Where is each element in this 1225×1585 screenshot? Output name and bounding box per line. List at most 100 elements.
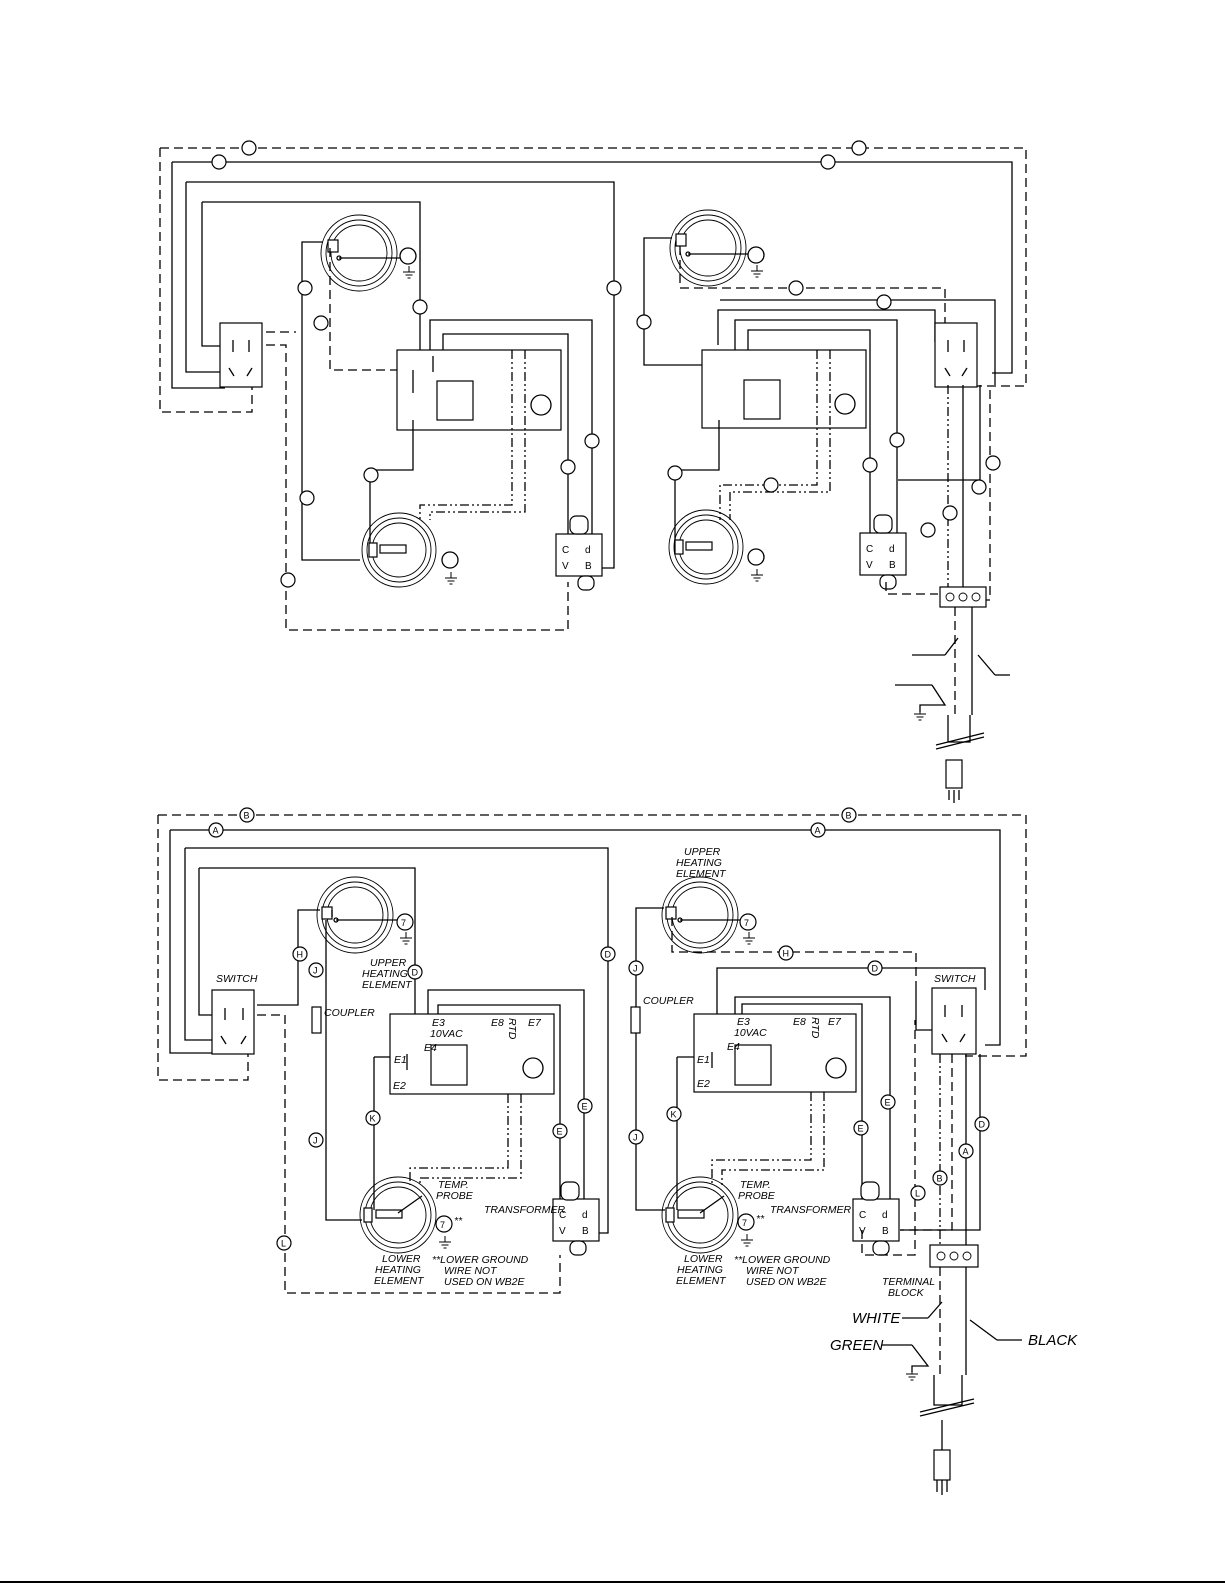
wire-marker-b: B	[937, 1174, 943, 1184]
bottom-right-upper-element	[661, 876, 742, 954]
ctrl-e2: E2	[393, 1080, 406, 1092]
svg-text:V: V	[562, 561, 569, 572]
bottom-left-upper-element	[316, 876, 398, 954]
bottom-right-ground-note: **LOWER GROUND WIRE NOT USED ON WB2E	[734, 1254, 833, 1288]
svg-text:C: C	[559, 1210, 566, 1221]
svg-text:V: V	[866, 560, 873, 571]
bottom-right-switch-label: SWITCH	[934, 973, 976, 985]
svg-text:V: V	[559, 1226, 566, 1237]
top-right-switch	[934, 322, 978, 388]
bottom-right-transformer-label: TRANSFORMER	[770, 1204, 852, 1216]
svg-text:C: C	[866, 544, 873, 555]
wire-marker-h: H	[783, 949, 790, 959]
wire-marker-b: B	[244, 811, 250, 821]
top-wire-markers	[211, 140, 1001, 588]
wire-marker-k: K	[370, 1114, 376, 1124]
ctrl-rtd: RTD	[809, 1017, 821, 1039]
svg-text:B: B	[582, 1226, 589, 1237]
svg-text:C: C	[859, 1210, 866, 1221]
bottom-right-coupler-label: COUPLER	[643, 995, 694, 1007]
wire-marker-e: E	[582, 1102, 588, 1112]
ctrl-e4: E4	[727, 1041, 740, 1053]
ctrl-e7: E7	[828, 1016, 842, 1028]
bottom-left-transformer-label: TRANSFORMER	[484, 1204, 566, 1216]
ctrl-e8: E8	[793, 1016, 806, 1028]
ground-ref-label: 7	[742, 1218, 747, 1228]
wire-marker-a: A	[815, 826, 821, 836]
bottom-diagram: SWITCH 7 UPPER HEATING ELEMENT COUPLER	[157, 807, 1078, 1495]
top-terminal-block	[939, 586, 987, 608]
ground-ref-label: 7	[401, 918, 406, 928]
top-right-upper-element	[669, 209, 748, 287]
bottom-left-coupler	[311, 1006, 322, 1034]
svg-text:d: d	[585, 545, 591, 556]
wire-marker-a: A	[963, 1147, 969, 1157]
top-left-switch	[219, 322, 263, 388]
wire-marker-j: J	[633, 1133, 638, 1143]
stars-label: **	[454, 1215, 463, 1227]
ctrl-rtd: RTD	[506, 1018, 518, 1040]
wire-marker-e: E	[885, 1098, 891, 1108]
ctrl-e3: E3	[432, 1017, 445, 1029]
ctrl-e2: E2	[697, 1078, 710, 1090]
terminal-block-label: TERMINAL BLOCK	[882, 1276, 938, 1299]
wire-marker-d: D	[412, 968, 419, 978]
ctrl-e1: E1	[394, 1054, 407, 1066]
bottom-left-coupler-label: COUPLER	[324, 1007, 375, 1019]
ctrl-e4: E4	[424, 1042, 437, 1054]
bottom-left-temp-probe-label: TEMP. PROBE	[436, 1179, 474, 1202]
green-wire-label: GREEN	[830, 1337, 884, 1354]
stars-label: **	[756, 1213, 765, 1225]
bottom-right-switch	[931, 987, 977, 1055]
bottom-right-controller	[693, 1013, 857, 1093]
ctrl-e8: E8	[491, 1017, 504, 1029]
bottom-right-temp-probe-label: TEMP. PROBE	[738, 1179, 776, 1202]
white-wire-label: WHITE	[852, 1310, 901, 1327]
ctrl-e3: E3	[737, 1016, 750, 1028]
bottom-left-lower-label: LOWER HEATING ELEMENT	[374, 1253, 425, 1287]
svg-text:d: d	[882, 1210, 888, 1221]
bottom-left-lower-element	[359, 1176, 437, 1254]
wire-marker-a: A	[213, 826, 219, 836]
ground-ref-label: 7	[744, 918, 749, 928]
black-wire-label: BLACK	[1028, 1332, 1078, 1349]
wire-marker-h: H	[297, 950, 304, 960]
top-right-controller	[701, 349, 867, 429]
ground-ref-label: 7	[440, 1220, 445, 1230]
bottom-terminal-block	[929, 1244, 979, 1268]
bottom-right-lower-element	[661, 1176, 739, 1254]
wire-marker-k: K	[671, 1110, 677, 1120]
svg-text:d: d	[889, 544, 895, 555]
svg-text:B: B	[585, 561, 592, 572]
top-left-lower-element	[361, 512, 437, 588]
wire-marker-j: J	[313, 1136, 318, 1146]
wire-marker-e: E	[858, 1124, 864, 1134]
bottom-left-ground-note: **LOWER GROUND WIRE NOT USED ON WB2E	[432, 1254, 531, 1288]
svg-text:B: B	[889, 560, 896, 571]
bottom-left-switch-label: SWITCH	[216, 973, 258, 985]
ctrl-10vac: 10VAC	[430, 1028, 463, 1040]
ctrl-e7: E7	[528, 1017, 542, 1029]
wire-marker-d: D	[872, 964, 879, 974]
bottom-right-upper-label: UPPER HEATING ELEMENT	[676, 846, 727, 880]
wire-marker-j: J	[313, 966, 318, 976]
svg-text:C: C	[562, 545, 569, 556]
svg-text:B: B	[882, 1226, 889, 1237]
bottom-right-lower-label: LOWER HEATING ELEMENT	[676, 1253, 727, 1287]
wire-marker-j: J	[633, 964, 638, 974]
bottom-right-coupler	[630, 1006, 641, 1034]
wire-marker-e: E	[557, 1127, 563, 1137]
bottom-left-controller	[389, 1013, 555, 1095]
bottom-left-switch	[211, 989, 255, 1055]
ctrl-10vac: 10VAC	[734, 1027, 767, 1039]
ctrl-e1: E1	[697, 1054, 710, 1066]
bottom-left-upper-label: UPPER HEATING ELEMENT	[362, 957, 413, 991]
wire-marker-d: D	[979, 1120, 986, 1130]
top-left-upper-element	[320, 214, 400, 292]
